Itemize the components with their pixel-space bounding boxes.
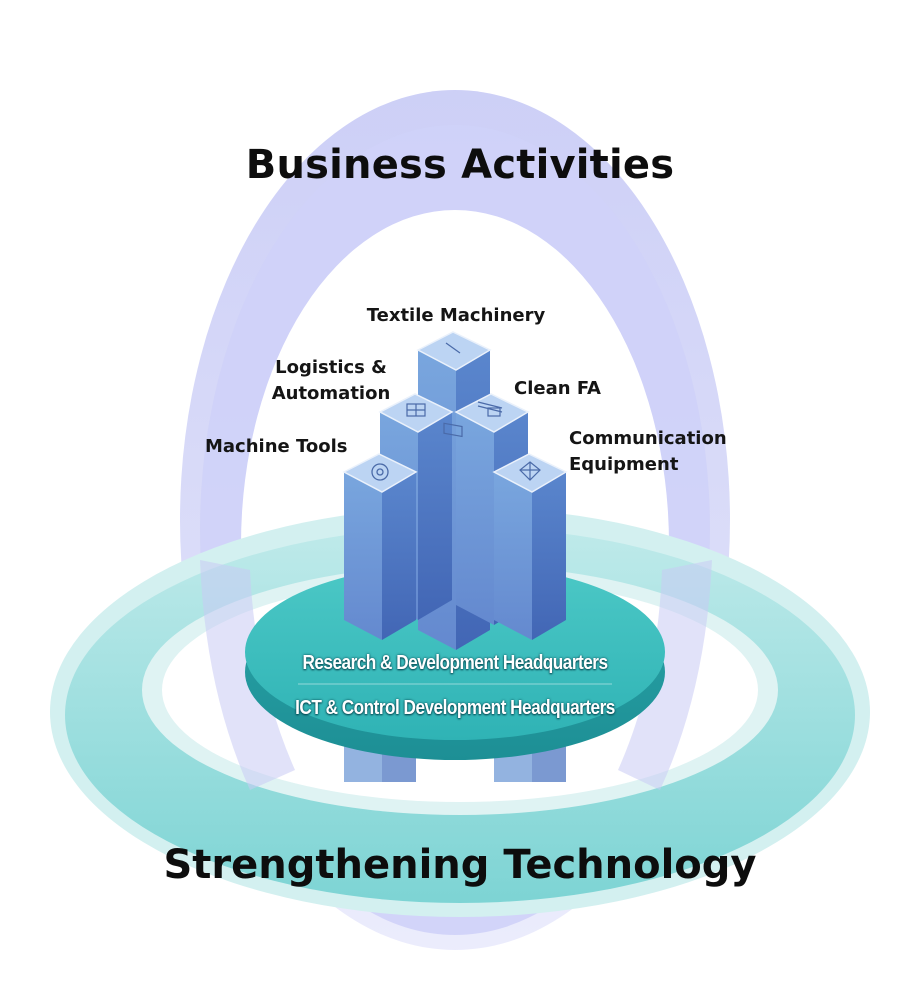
label-machine-tools: Machine Tools bbox=[205, 436, 348, 457]
label-logistics-automation: Logistics & Automation bbox=[262, 355, 400, 407]
label-communication-line2: Equipment bbox=[569, 454, 679, 475]
label-logistics-line1: Logistics & bbox=[275, 357, 387, 378]
gear-icon bbox=[371, 463, 389, 481]
label-communication-equipment: Communication Equipment bbox=[569, 426, 727, 478]
pillar-communication-equipment bbox=[492, 453, 568, 640]
rd-headquarters-label: Research & Development Headquarters bbox=[302, 652, 608, 674]
label-clean-fa: Clean FA bbox=[514, 378, 601, 399]
ict-control-headquarters-label: ICT & Control Development Headquarters bbox=[295, 697, 615, 719]
network-icon bbox=[519, 461, 541, 481]
business-activities-title: Business Activities bbox=[245, 142, 675, 188]
pillar-machine-tools bbox=[342, 453, 418, 640]
label-textile-machinery: Textile Machinery bbox=[366, 305, 546, 326]
strengthening-technology-title: Strengthening Technology bbox=[163, 842, 757, 888]
rack-icon bbox=[406, 403, 426, 417]
label-logistics-line2: Automation bbox=[271, 383, 391, 404]
business-ring-front-right bbox=[618, 560, 712, 790]
wafer-icon bbox=[477, 401, 503, 417]
loom-icon bbox=[443, 342, 463, 438]
label-communication-line1: Communication bbox=[569, 428, 727, 449]
